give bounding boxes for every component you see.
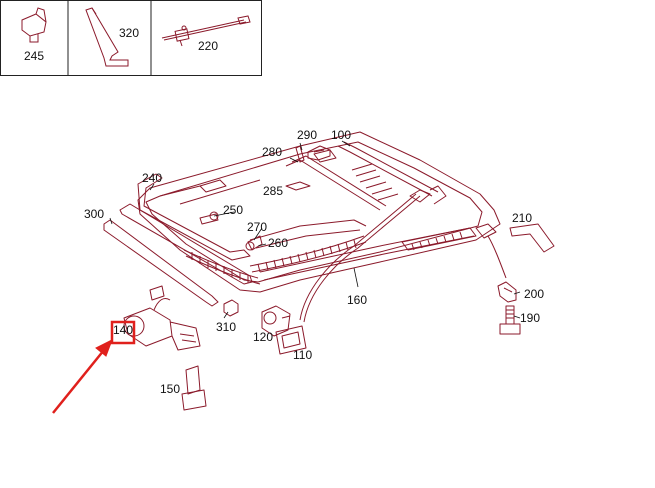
highlight-box — [110, 320, 136, 345]
callout-120: 120 — [253, 330, 273, 344]
inset-label-320: 320 — [119, 26, 139, 40]
callout-160: 160 — [347, 293, 367, 307]
inset-table: 245 320 220 — [0, 0, 262, 76]
callout-290: 290 — [297, 128, 317, 142]
leader-lines — [109, 140, 521, 319]
callout-300: 300 — [84, 207, 104, 221]
callout-240: 240 — [142, 171, 162, 185]
callout-260: 260 — [268, 236, 288, 250]
callout-210: 210 — [512, 211, 532, 225]
inset-label-245: 245 — [24, 49, 44, 63]
callout-100: 100 — [331, 128, 351, 142]
callout-110: 110 — [293, 348, 312, 362]
highlight-annotation — [52, 320, 136, 414]
arrow-head-icon — [95, 338, 113, 357]
callout-285: 285 — [263, 184, 283, 198]
callout-250: 250 — [223, 203, 243, 217]
callout-labels: 100 110 120 140 150 160 190 200 210 240 … — [84, 128, 544, 396]
cable-tool-icon — [161, 15, 251, 47]
clip-icon — [21, 7, 47, 43]
callout-280: 280 — [262, 145, 282, 159]
callout-190: 190 — [520, 311, 540, 325]
callout-140: 140 — [113, 323, 133, 337]
callout-270: 270 — [247, 220, 267, 234]
callout-150: 150 — [160, 382, 180, 396]
sunroof-frame-drawing — [103, 131, 555, 411]
callout-310: 310 — [216, 320, 236, 334]
hex-key-icon — [85, 7, 129, 67]
callout-200: 200 — [524, 287, 544, 301]
inset-label-220: 220 — [198, 39, 218, 53]
highlight-arrow — [52, 349, 105, 414]
